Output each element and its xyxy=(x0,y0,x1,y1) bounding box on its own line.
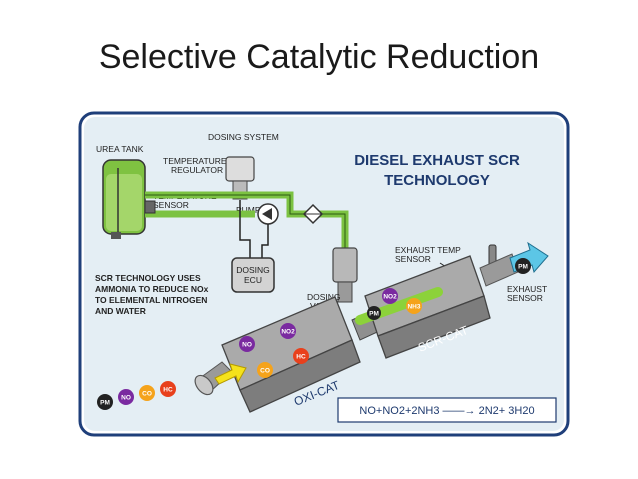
dosing-ecu xyxy=(231,257,275,293)
scr-note-line4: AND WATER xyxy=(95,306,146,316)
temperature-sensor xyxy=(144,200,156,214)
molecule-co-in xyxy=(139,385,155,401)
dosing-ecu-label-2: ECU xyxy=(244,275,262,285)
molecule-nh3-scr-label: NH3 xyxy=(407,304,420,311)
molecule-no-oxi-label: NO xyxy=(242,342,252,349)
molecule-hc-oxi xyxy=(293,348,309,364)
dosing-valve-nozzle xyxy=(337,281,353,303)
molecule-pm-out-label: PM xyxy=(518,264,528,271)
molecule-nh3-scr xyxy=(406,298,422,314)
temp-regulator-label-2: REGULATOR xyxy=(171,165,223,175)
exhaust-sensor-label-1: EXHAUST xyxy=(507,284,547,294)
molecule-co-in-label: CO xyxy=(142,391,152,398)
exhaust-temp-label-1: EXHAUST TEMP xyxy=(395,245,461,255)
scr-molecules: NO2 PM NH3 xyxy=(367,288,422,320)
dosing-valve-label-1: DOSING xyxy=(307,292,341,302)
exhaust-temp-label-2: SENSOR xyxy=(395,254,431,264)
pump-arrow-icon xyxy=(262,208,272,220)
scr-note-line3: TO ELEMENTAL NITROGEN xyxy=(95,295,207,305)
exhaust-sensor-label-2: SENSOR xyxy=(507,293,543,303)
molecule-co-oxi xyxy=(257,362,273,378)
temp-sensor-label-2: SENSOR xyxy=(153,200,189,210)
molecule-pm-in-label: PM xyxy=(100,400,110,407)
dosing-ecu-label-1: DOSING xyxy=(236,265,270,275)
molecule-hc-oxi-label: HC xyxy=(296,354,306,361)
molecule-no2-oxi xyxy=(280,323,296,339)
molecule-hc-in-label: HC xyxy=(163,387,173,394)
dosing-valve xyxy=(332,247,358,283)
molecule-pm-in xyxy=(97,394,113,410)
molecule-no-oxi xyxy=(239,336,255,352)
urea-tank-label: UREA TANK xyxy=(96,144,144,154)
feed-pipe-edge xyxy=(145,194,346,262)
inlet-flange xyxy=(194,374,214,396)
diagram-heading-line1: DIESEL EXHAUST SCR xyxy=(354,152,520,169)
molecule-no2-scr xyxy=(382,288,398,304)
scr-note-line2: AMMONIA TO REDUCE NOx xyxy=(95,284,209,294)
molecule-pm-scr-label: PM xyxy=(369,311,379,318)
diagram-heading-line2: TECHNOLOGY xyxy=(384,172,490,189)
scr-cat-side xyxy=(377,295,491,359)
molecule-pm-out xyxy=(515,258,531,274)
page-title: Selective Catalytic Reduction xyxy=(98,38,540,76)
equation-box xyxy=(337,397,557,423)
temperature-regulator xyxy=(225,156,255,182)
oxi-cat-side xyxy=(239,339,361,413)
pump-label: PUMP xyxy=(236,205,261,215)
molecule-no2-scr-label: NO2 xyxy=(383,294,397,301)
molecule-no2-oxi-label: NO2 xyxy=(281,329,295,336)
molecule-no-in-label: NO xyxy=(121,395,131,402)
oxi-molecules: NO NO2 HC CO xyxy=(239,323,309,378)
reaction-equation: NO+NO2+2NH3 ——→ 2N2+ 3H20 xyxy=(359,405,534,417)
inlet-molecules: PM NO CO HC xyxy=(97,381,176,410)
dosing-system-label: DOSING SYSTEM xyxy=(208,132,279,142)
inlet-flow-arrow-icon xyxy=(214,363,247,385)
molecule-no-in xyxy=(118,389,134,405)
scr-note-line1: SCR TECHNOLOGY USES xyxy=(95,273,201,283)
tank-drain xyxy=(111,232,121,239)
molecule-pm-scr xyxy=(367,306,381,320)
molecule-hc-in xyxy=(160,381,176,397)
molecule-co-oxi-label: CO xyxy=(260,368,270,375)
ecu-wire-2 xyxy=(261,224,269,258)
urea-tank-liquid xyxy=(106,174,142,231)
temp-regulator-label-1: TEMPERATURE xyxy=(163,156,227,166)
ecu-wire-1 xyxy=(239,200,251,258)
